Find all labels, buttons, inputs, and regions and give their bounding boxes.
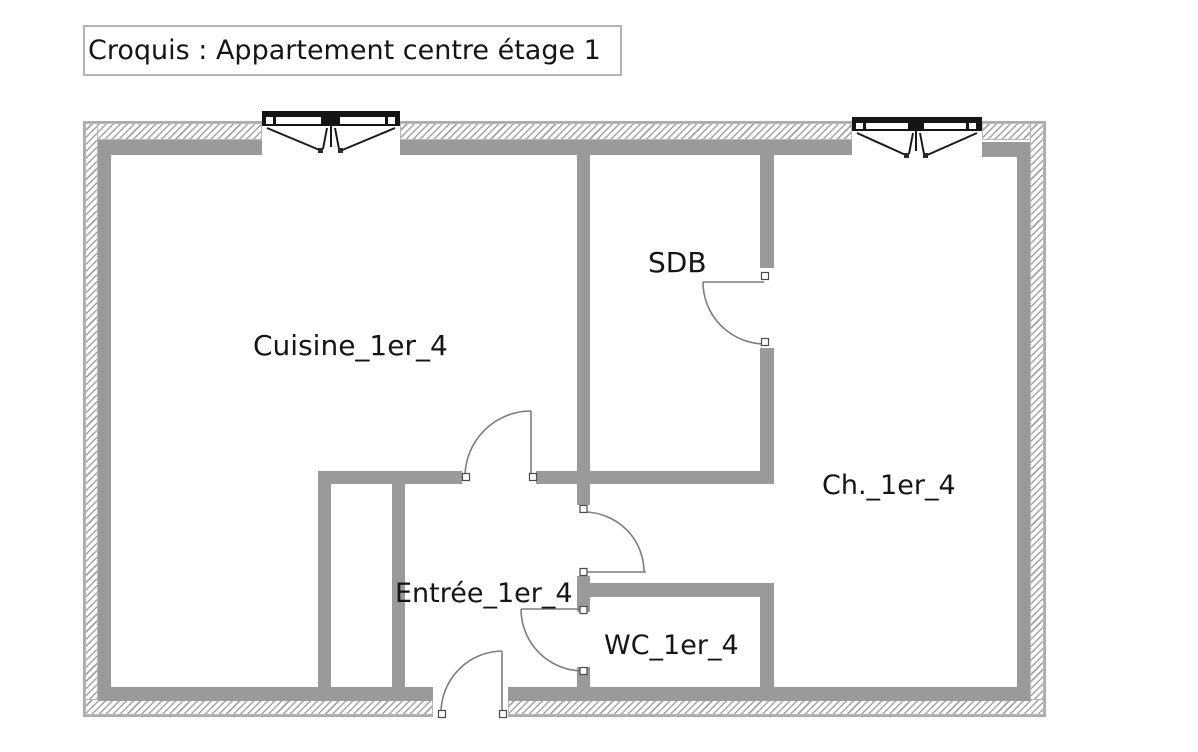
- jamb-square: [528, 472, 538, 482]
- window-swing-dot: [318, 148, 323, 153]
- entry-door-opening: [433, 697, 508, 719]
- room-label-wc: WC_1er_4: [604, 630, 739, 661]
- hallway-door: [583, 511, 646, 573]
- hallway-door-arc: [583, 511, 645, 573]
- window-pane: [388, 117, 395, 124]
- room-label-entree: Entrée_1er_4: [395, 578, 573, 609]
- wc-door: [520, 608, 584, 672]
- wall-cuisine-sdb: [577, 155, 590, 505]
- lining-top-left: [98, 140, 262, 155]
- page-title: Croquis : Appartement centre étage 1: [88, 35, 601, 66]
- window-pane: [866, 123, 908, 129]
- lining-bottom-right: [508, 687, 1030, 701]
- jamb-square: [760, 337, 770, 347]
- window-pane: [266, 117, 273, 124]
- wall-wc-top: [577, 583, 774, 597]
- lining-top-middle: [400, 140, 852, 155]
- jamb-square: [498, 709, 508, 719]
- wall-cuisine-south-right: [536, 471, 774, 484]
- jamb-square: [579, 605, 588, 615]
- wall-closet-right: [392, 484, 405, 688]
- window-pane: [969, 123, 976, 129]
- window-1-icon: [262, 111, 400, 153]
- window-swing-lines: [266, 126, 396, 152]
- lining-right: [1017, 142, 1030, 701]
- cuisine-door: [464, 410, 532, 478]
- wall-sdb-chambre-upper: [760, 155, 774, 268]
- window-pane: [340, 117, 385, 124]
- sdb-door: [702, 281, 766, 345]
- jamb-square: [579, 504, 588, 514]
- window-2-icon: [852, 117, 982, 158]
- window-pane: [924, 123, 966, 129]
- window-swing-dot: [338, 148, 343, 153]
- jamb-square: [461, 472, 471, 482]
- room-label-chambre: Ch._1er_4: [822, 470, 956, 501]
- jamb-square: [760, 271, 770, 281]
- building-outline: [83, 121, 1046, 717]
- outer-wall-hatch-top-middle: [400, 123, 852, 140]
- title-box: Croquis : Appartement centre étage 1: [83, 25, 622, 76]
- room-label-cuisine: Cuisine_1er_4: [253, 329, 448, 362]
- window-swing-lines: [856, 131, 978, 157]
- jamb-square: [579, 666, 588, 676]
- lining-left: [98, 140, 111, 701]
- lining-top-right: [982, 142, 1030, 157]
- jamb-square: [579, 567, 588, 577]
- wall-wc-right: [760, 583, 774, 688]
- cuisine-door-arc: [464, 410, 532, 478]
- window-swing-dot: [923, 153, 928, 158]
- wall-cuisine-south-left: [318, 471, 462, 484]
- sdb-door-arc: [702, 281, 766, 345]
- window-pane: [856, 123, 863, 129]
- window-pane: [276, 117, 321, 124]
- room-label-sdb: SDB: [648, 246, 707, 279]
- wc-door-arc: [520, 608, 584, 672]
- window-swing-dot: [904, 153, 909, 158]
- entry-door: [440, 650, 503, 715]
- wall-sdb-chambre-lower: [760, 348, 774, 483]
- wall-closet-left: [318, 471, 331, 688]
- lining-bottom-left: [98, 687, 433, 701]
- door-jamb-squares: [437, 271, 770, 719]
- entry-door-arc: [440, 650, 503, 713]
- jamb-square: [437, 709, 447, 719]
